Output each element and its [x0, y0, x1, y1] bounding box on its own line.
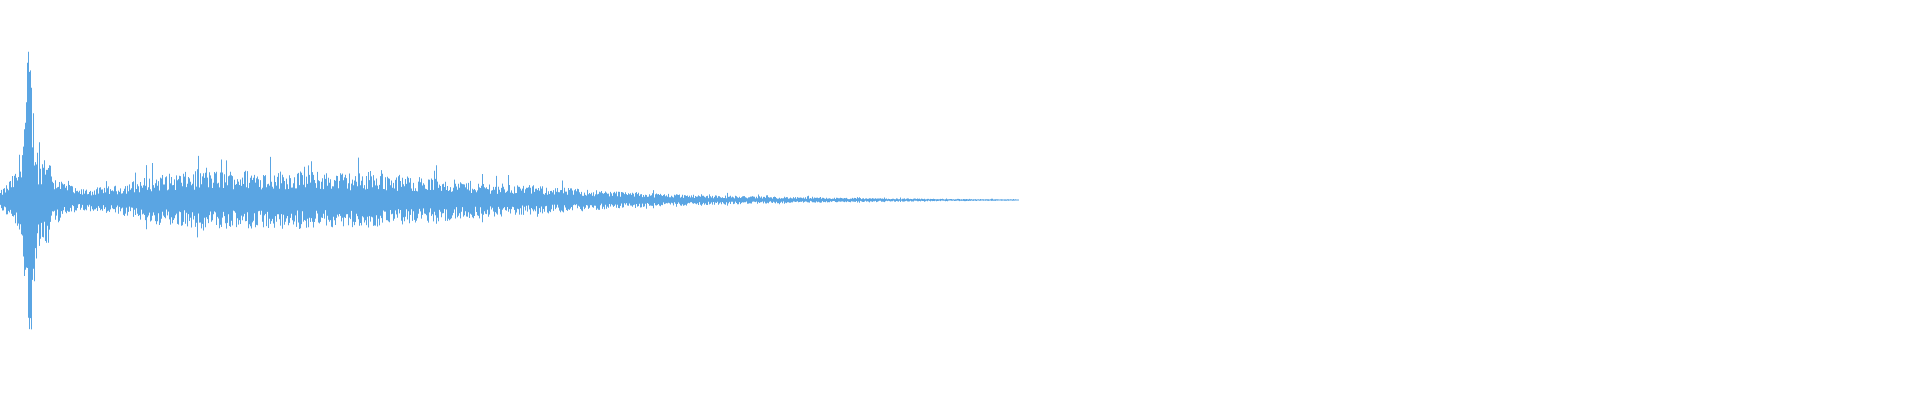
waveform-path	[0, 51, 1019, 330]
